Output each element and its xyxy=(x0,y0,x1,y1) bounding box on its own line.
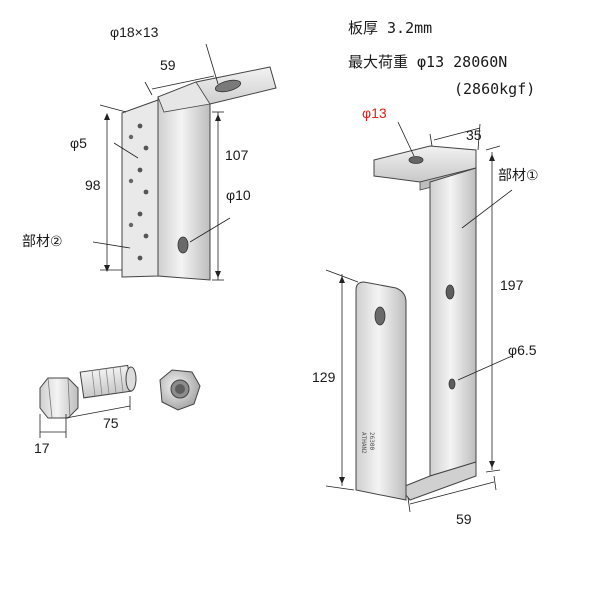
part2-slot-hole xyxy=(214,79,242,93)
part1-long-plate xyxy=(429,167,477,477)
part1-stamp-line1: 26300 xyxy=(368,432,375,450)
spec-thickness: 板厚 3.2mm xyxy=(348,19,432,37)
part1-dimension-lines xyxy=(325,121,513,513)
part2-arrowheads xyxy=(104,113,221,278)
bolt-and-nut: 17 75 xyxy=(34,364,201,456)
part1-height-dim: 197 xyxy=(500,277,524,293)
part2-slot-dim: φ18×13 xyxy=(110,24,159,40)
part2-label: 部材② xyxy=(22,233,63,249)
bolt-tip xyxy=(125,366,137,392)
part1-mid-hole xyxy=(445,284,455,300)
part2-big-hole-dim: φ10 xyxy=(226,187,251,203)
part2-small-holes xyxy=(128,123,149,261)
part1-side-hole-dim: φ6.5 xyxy=(508,342,537,358)
part2-side-plate xyxy=(121,99,159,278)
part1-label: 部材① xyxy=(498,167,539,183)
part1-stamp: 26300 ATHAN2 xyxy=(360,432,375,454)
part2-bracket: φ18×13 59 107 98 φ5 φ10 部材② xyxy=(22,24,277,281)
part1-top-width-dim: 35 xyxy=(466,127,482,143)
part1-stamp-line2: ATHAN2 xyxy=(360,432,367,454)
part2-holes-height-dim: 98 xyxy=(85,177,101,193)
spec-max-load: 最大荷重 φ13 28060N xyxy=(348,53,507,71)
part1-front-hole xyxy=(374,306,386,326)
part1-top-hole-dim: φ13 xyxy=(362,105,387,121)
part2-bend xyxy=(157,81,211,113)
bolt-length-dim: 75 xyxy=(103,415,119,431)
part1-bracket: 26300 ATHAN2 xyxy=(312,105,539,527)
part1-arrowheads xyxy=(339,154,495,484)
part1-low-hole xyxy=(448,378,456,390)
part1-bottom-width-dim: 59 xyxy=(456,511,472,527)
bolt-head xyxy=(39,377,79,419)
spec-block: 板厚 3.2mm 最大荷重 φ13 28060N (2860kgf) xyxy=(348,19,535,98)
bolt-dimension-lines xyxy=(39,396,131,438)
part1-top-hole xyxy=(408,156,424,164)
part1-short-plate xyxy=(355,281,407,501)
part2-big-hole xyxy=(177,236,189,254)
bolt-threads xyxy=(91,365,124,397)
spec-max-load-kgf: (2860kgf) xyxy=(454,80,535,98)
part2-width-dim: 59 xyxy=(160,57,176,73)
part2-height-dim: 107 xyxy=(225,147,249,163)
part2-dimension-lines xyxy=(92,43,231,281)
bolt-shaft xyxy=(79,364,132,399)
bolt-head-dim: 17 xyxy=(34,440,50,456)
part1-inner-height-dim: 129 xyxy=(312,369,336,385)
part2-small-hole-dim: φ5 xyxy=(70,135,87,151)
